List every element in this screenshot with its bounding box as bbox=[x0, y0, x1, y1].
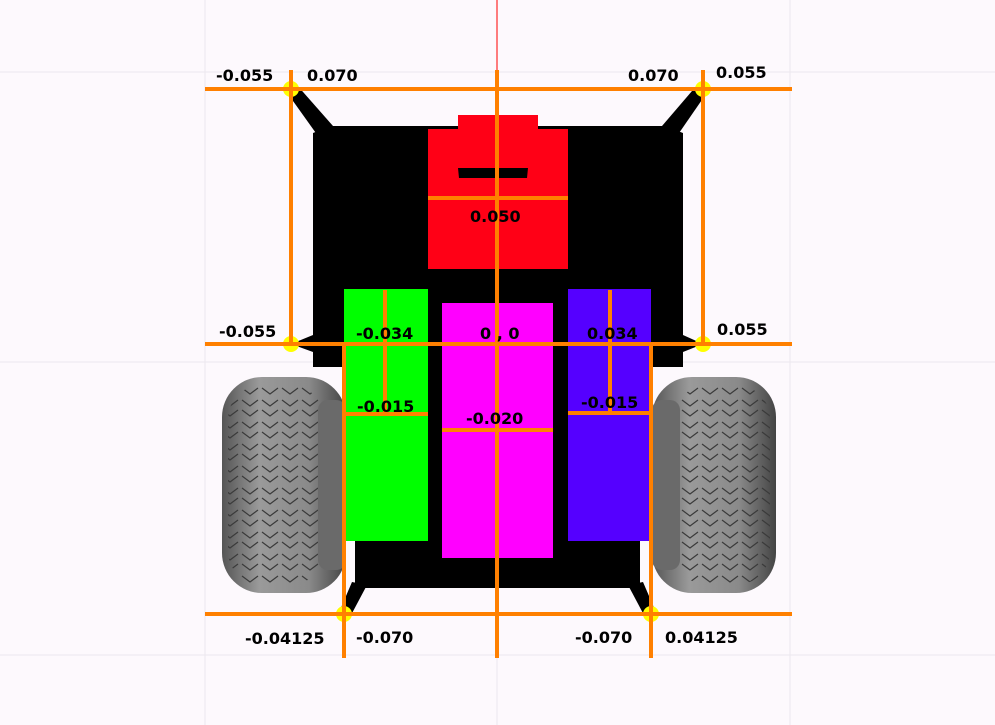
label-front-sensor-x: 0.050 bbox=[470, 207, 521, 226]
label-origin: 0 , 0 bbox=[480, 324, 519, 343]
right-wheel bbox=[652, 377, 776, 593]
label-front-left-x: 0.070 bbox=[307, 66, 358, 85]
label-left-module-x: -0.015 bbox=[357, 397, 414, 416]
guide-lines bbox=[205, 70, 792, 658]
left-wheel bbox=[222, 377, 346, 593]
label-right-module-x: -0.015 bbox=[581, 393, 638, 412]
label-mid-right-y: 0.055 bbox=[717, 320, 768, 339]
label-rear-left-x: -0.070 bbox=[356, 628, 413, 647]
label-rear-left-y: -0.04125 bbox=[245, 629, 325, 648]
label-rear-right-y: 0.04125 bbox=[665, 628, 738, 647]
label-mid-left-y: -0.055 bbox=[219, 322, 276, 341]
label-right-module-y: 0.034 bbox=[587, 324, 638, 343]
label-left-module-y: -0.034 bbox=[356, 324, 413, 343]
label-front-right-y: 0.055 bbox=[716, 63, 767, 82]
label-center-module-x: -0.020 bbox=[466, 409, 523, 428]
label-front-left-y: -0.055 bbox=[216, 66, 273, 85]
label-rear-right-x: -0.070 bbox=[575, 628, 632, 647]
label-front-right-x: 0.070 bbox=[628, 66, 679, 85]
coordinate-labels: -0.055 0.070 0.070 0.055 0.050 -0.055 -0… bbox=[216, 63, 768, 648]
